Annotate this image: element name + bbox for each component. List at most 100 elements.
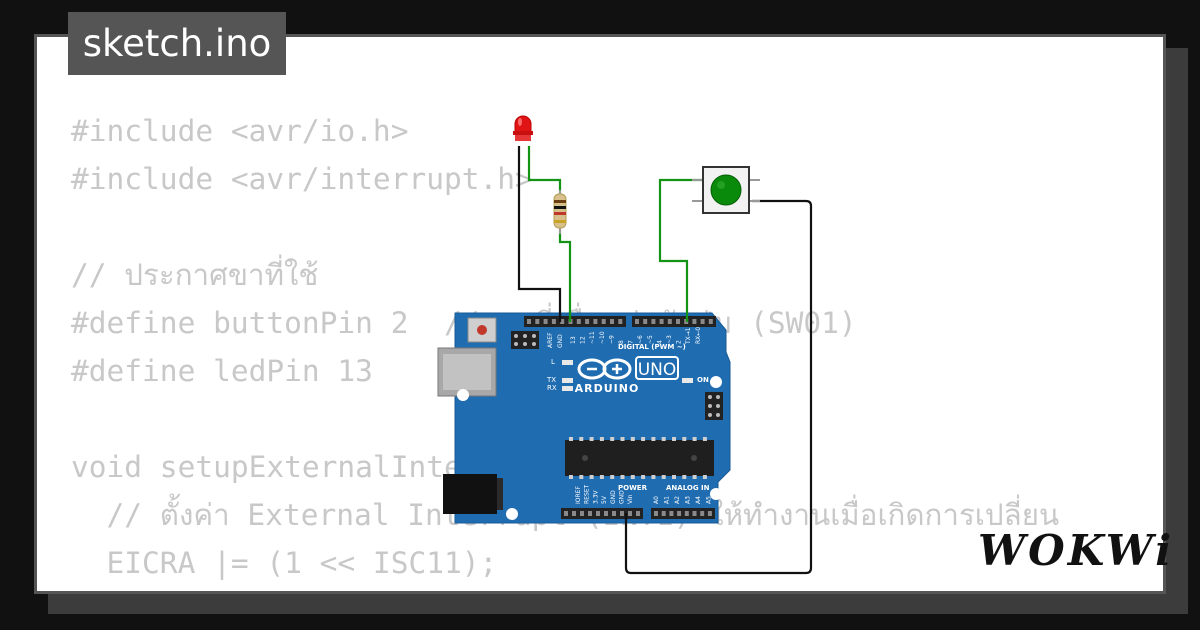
gnd-label: GND: [557, 334, 564, 348]
header-pin: [659, 319, 664, 324]
header-pin: [535, 319, 540, 324]
header-pin: [618, 319, 623, 324]
chip-leg: [599, 437, 604, 441]
header-pin: [588, 511, 592, 516]
header-pin: [601, 319, 606, 324]
header-pin: [564, 511, 568, 516]
push-button[interactable]: [692, 166, 760, 214]
board-brand-label: ARDUINO: [575, 382, 640, 395]
header-pin: [576, 319, 581, 324]
header-pin: [580, 511, 584, 516]
on-led: [682, 378, 693, 383]
wire-button-pin2: [658, 178, 702, 322]
chip-leg: [702, 475, 707, 479]
header-pin: [692, 511, 697, 516]
header-pin: [543, 319, 548, 324]
header-pin: [677, 511, 682, 516]
header-pin: [612, 511, 616, 516]
chip-leg: [589, 437, 594, 441]
l-label: L: [551, 358, 555, 366]
mount-hole: [457, 389, 469, 401]
power-pin-label: GND: [619, 490, 626, 504]
aref-label: AREF: [547, 332, 554, 348]
analog-pin-label: A3: [685, 496, 692, 504]
analog-pin-label: A1: [664, 496, 671, 504]
header-pin: [707, 511, 712, 516]
wires: [517, 146, 813, 575]
atmega-chip: [565, 437, 714, 479]
power-pin-label: GND: [610, 490, 617, 504]
power-pin-label: 3.3V: [592, 489, 599, 504]
digital-pin-label: 4: [656, 340, 663, 344]
analog-pin-label: A0: [653, 496, 660, 504]
chip-leg: [620, 475, 625, 479]
digital-pin-label: TX→1: [685, 327, 692, 345]
mount-hole: [710, 488, 722, 500]
mount-hole: [506, 508, 518, 520]
chip-notch: [582, 455, 588, 461]
analog-pin-label: A2: [674, 496, 681, 504]
chip-leg: [610, 437, 615, 441]
header-pin: [593, 319, 598, 324]
power-pin-label: Vin: [627, 494, 634, 504]
digital-pin-label: RX←0: [695, 327, 702, 344]
power-pin-label: RESET: [584, 484, 591, 504]
header-pin: [661, 511, 666, 516]
on-label: ON: [697, 376, 709, 384]
digital-label: DIGITAL (PWM ~): [618, 343, 686, 351]
code-line: #include <avr/io.h>: [71, 114, 409, 148]
chip-leg: [702, 437, 707, 441]
header-pin: [635, 319, 639, 324]
header-pin: [684, 511, 689, 516]
digital-pin-label: ~9: [608, 335, 615, 344]
l-led: [562, 360, 573, 365]
chip-leg: [651, 475, 656, 479]
header-pin: [551, 319, 556, 324]
chip-leg: [620, 437, 625, 441]
header-pin: [667, 319, 672, 324]
header-pin: [669, 511, 674, 516]
header-pin: [700, 511, 705, 516]
code-line: // ประกาศขาที่ใช้: [71, 258, 319, 292]
chip-leg: [589, 475, 594, 479]
header-pin: [636, 511, 640, 516]
header-pin: [654, 511, 658, 516]
chip-leg: [672, 475, 676, 479]
analog-pin-label: A4: [695, 496, 702, 504]
digital-pin-label: 8: [618, 340, 625, 344]
digital-pin-label: 2: [676, 340, 683, 344]
red-led[interactable]: [513, 115, 533, 141]
chip-leg: [599, 475, 604, 479]
power-analog-header[interactable]: [561, 508, 715, 519]
code-line: #define ledPin 13: [71, 354, 373, 388]
chip-leg: [630, 475, 635, 479]
arduino-uno-board[interactable]: UNO ARDUINO DIGITAL (PWM ~) ANALOG IN PO…: [437, 312, 731, 524]
digital-pin-label: ~11: [589, 331, 596, 344]
chip-leg: [682, 475, 687, 479]
chip-leg: [661, 437, 666, 441]
chip-leg: [579, 437, 584, 441]
code-line: #include <avr/interrupt.h>: [71, 162, 533, 196]
wokwi-logo: WOKWi: [978, 526, 1175, 575]
header-pin: [604, 511, 608, 516]
chip-leg: [692, 437, 697, 441]
header-pin: [560, 319, 565, 324]
header-pin: [676, 319, 680, 324]
header-pin: [596, 511, 600, 516]
tx-label: TX: [546, 376, 556, 384]
header-pin: [527, 319, 531, 324]
chip-leg: [692, 475, 697, 479]
chip-leg: [641, 475, 646, 479]
chip-leg: [569, 437, 573, 441]
rx-led: [562, 386, 573, 391]
file-tab[interactable]: sketch.ino: [68, 12, 286, 75]
wire-led-cathode-gnd: [517, 146, 562, 322]
chip-leg: [579, 475, 584, 479]
chip-leg: [569, 475, 573, 479]
resistor[interactable]: [553, 190, 567, 234]
mount-hole: [710, 376, 722, 388]
header-pin: [620, 511, 624, 516]
power-pin-label: 5V: [601, 495, 608, 504]
